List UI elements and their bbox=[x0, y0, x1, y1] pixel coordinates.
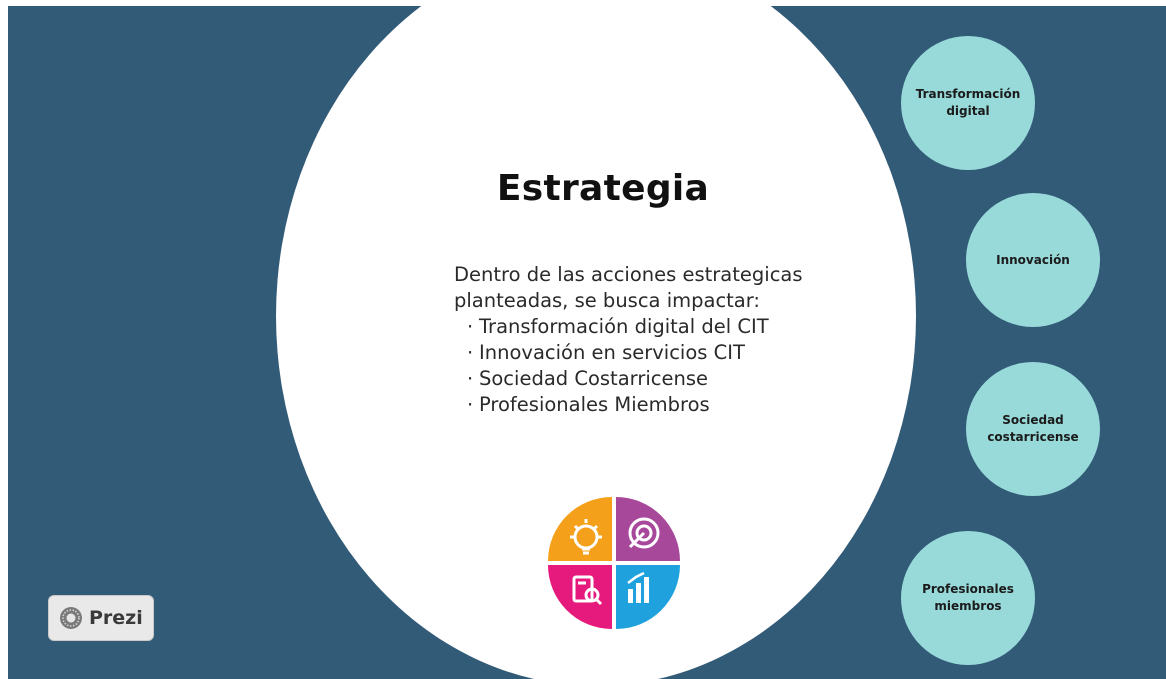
intro-text: Dentro de las acciones estrategicas plan… bbox=[454, 263, 803, 312]
list-item: ·Sociedad Costarricense bbox=[467, 367, 708, 390]
prezi-badge[interactable]: Prezi bbox=[48, 595, 154, 641]
topic-label: Profesionales miembros bbox=[922, 582, 1014, 613]
topic-label: Sociedad costarricense bbox=[987, 413, 1079, 444]
list-item: ·Innovación en servicios CIT bbox=[467, 341, 745, 364]
list-item: ·Transformación digital del CIT bbox=[467, 315, 769, 338]
topic-circle-innovacion[interactable]: Innovación bbox=[966, 193, 1100, 327]
topic-label: Transformación digital bbox=[915, 87, 1021, 118]
target-icon bbox=[628, 517, 660, 549]
list-item: ·Profesionales Miembros bbox=[467, 393, 710, 416]
prezi-logo-icon bbox=[60, 607, 82, 629]
impact-list: ·Transformación digital del CIT ·Innovac… bbox=[454, 314, 834, 418]
topic-circle-profesionales-miembros[interactable]: Profesionales miembros bbox=[901, 531, 1035, 665]
topic-circle-transformacion-digital[interactable]: Transformación digital bbox=[901, 36, 1035, 170]
research-quadrant bbox=[548, 565, 612, 629]
strategy-quadrant-icon bbox=[548, 497, 680, 629]
prezi-label: Prezi bbox=[89, 607, 143, 629]
lightbulb-icon bbox=[570, 519, 602, 555]
slide-title: Estrategia bbox=[496, 168, 710, 209]
topic-circle-sociedad-costarricense[interactable]: Sociedad costarricense bbox=[966, 362, 1100, 496]
slide-body: Dentro de las acciones estrategicas plan… bbox=[454, 262, 834, 418]
presentation-canvas: Estrategia Dentro de las acciones estrat… bbox=[8, 6, 1166, 679]
bar-chart-icon bbox=[627, 571, 649, 603]
document-search-icon bbox=[572, 575, 603, 606]
topic-label: Innovación bbox=[996, 252, 1070, 267]
